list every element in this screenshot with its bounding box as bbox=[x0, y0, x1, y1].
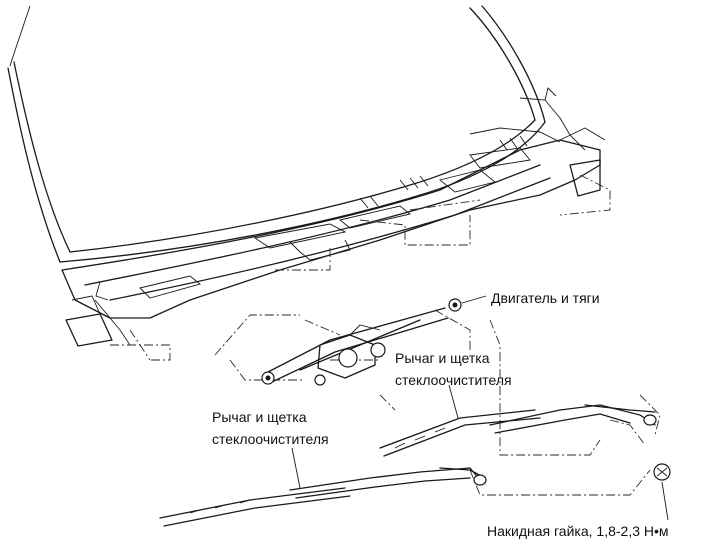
right-wiper-arm-blade bbox=[379, 404, 657, 457]
motor-linkage bbox=[261, 298, 462, 386]
label-motor-linkage: Двигатель и тяги bbox=[491, 290, 600, 306]
label-right-wiper-line1: Рычаг и щетка bbox=[395, 350, 490, 366]
label-right-wiper-line2: стеклоочистителя bbox=[395, 372, 512, 388]
leader-lines bbox=[291, 295, 669, 521]
left-wiper-arm-blade bbox=[159, 467, 487, 527]
alignment-lines bbox=[110, 174, 661, 496]
cap-nut bbox=[653, 463, 671, 481]
windshield-outline bbox=[7, 5, 546, 263]
label-left-wiper-line2: стеклоочистителя bbox=[212, 431, 329, 447]
label-cap-nut: Накидная гайка, 1,8-2,3 Н•м bbox=[487, 523, 669, 539]
label-left-wiper-line1: Рычаг и щетка bbox=[212, 409, 307, 425]
cowl-panel bbox=[61, 87, 606, 347]
